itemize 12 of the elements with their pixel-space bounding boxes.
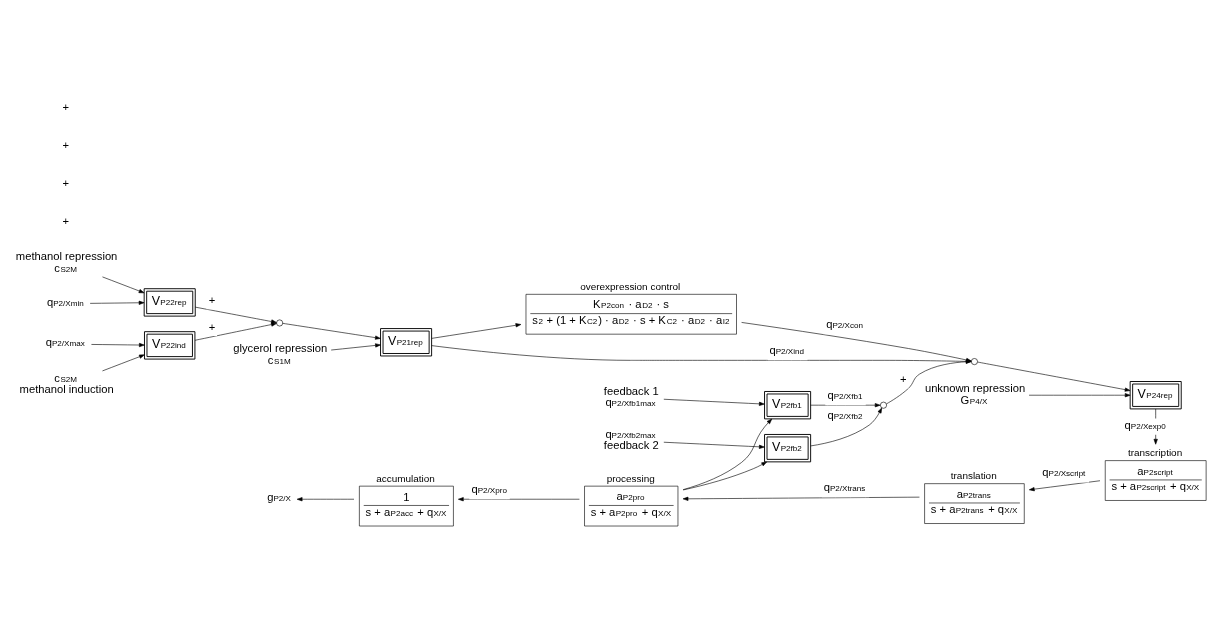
- edge-label: +: [208, 293, 216, 306]
- node-label: transcription: [1127, 447, 1183, 459]
- node-label: translation: [950, 470, 997, 482]
- label: +: [62, 101, 70, 114]
- edge-label: +: [900, 373, 907, 386]
- label: +: [62, 215, 70, 228]
- node-label: accumulation: [376, 472, 435, 484]
- label: +: [62, 177, 70, 190]
- node-label: processing: [606, 472, 655, 484]
- node-label: overexpression control: [580, 280, 681, 292]
- label: +: [62, 139, 70, 152]
- edge-label: +: [208, 320, 216, 333]
